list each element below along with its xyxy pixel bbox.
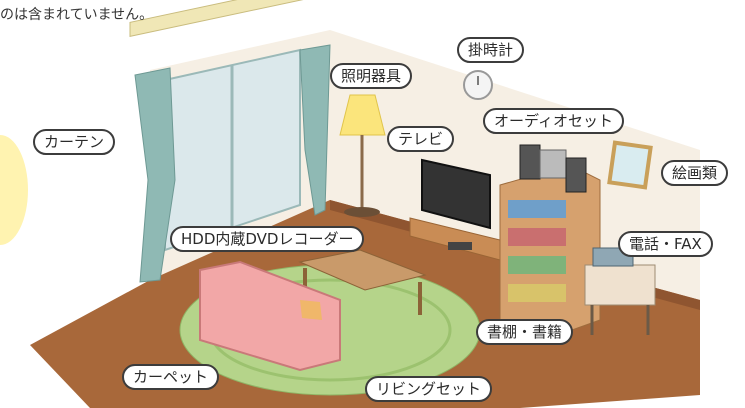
painting [607,140,653,190]
speaker-right [565,157,587,193]
curtain-right [299,44,331,216]
sofa [199,260,341,372]
speaker-left [519,144,541,180]
label-tv: テレビ [387,126,455,152]
lamp-base [344,207,380,217]
label-clock: 掛時計 [457,37,525,63]
label-curtain: カーテン [33,129,116,155]
curtain-rod [129,0,341,37]
stereo-unit [539,149,567,179]
label-phone: 電話・FAX [618,231,713,257]
label-living-set: リビングセット [365,376,493,402]
label-painting: 絵画類 [661,160,729,186]
dvd-recorder [448,242,472,250]
books [508,200,566,302]
note-text: のは含まれていません。 [0,7,154,23]
curtain-left [134,67,176,283]
lamp-shade [339,94,386,136]
sofa-cushion [300,300,322,320]
label-recorder: HDD内蔵DVDレコーダー [170,226,365,252]
lamp-glow-left [0,135,28,245]
tv-screen [421,158,491,230]
label-bookshelf: 書棚・書籍 [476,319,574,345]
label-lamp: 照明器具 [330,63,413,89]
coffee-table [298,249,427,291]
label-carpet: カーペット [122,364,220,390]
label-audio: オーディオセット [483,108,624,134]
phone-table [584,264,656,306]
